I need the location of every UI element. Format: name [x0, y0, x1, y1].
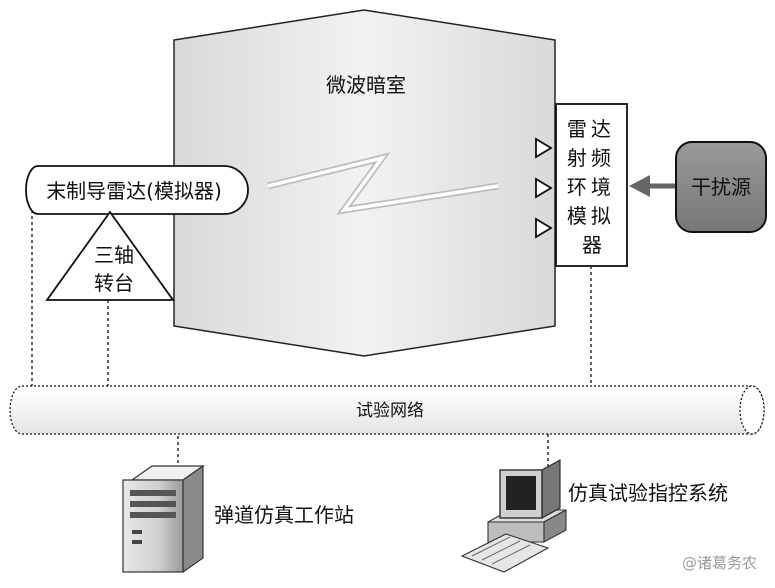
- seeker-shape: [25, 165, 249, 215]
- pc-keyboard-line: [471, 536, 511, 557]
- rf-simulator-char: 射: [567, 146, 587, 170]
- jammer-source: 干扰源: [675, 141, 767, 233]
- control-computer-icon: [460, 459, 567, 573]
- tower-slot: [132, 540, 142, 544]
- tower-drive: [130, 490, 176, 496]
- arrow-head-icon: [629, 175, 650, 197]
- network-pipe-end: [739, 385, 765, 435]
- tower-drive: [130, 501, 176, 507]
- pc-screen: [506, 476, 536, 510]
- signal-zigzag-highlight: [267, 155, 499, 213]
- seeker-label: 末制导雷达(模拟器): [46, 179, 222, 203]
- jammer-box: [675, 141, 767, 233]
- pc-keyboard-line: [491, 544, 531, 565]
- rf-simulator-char: 频: [591, 146, 611, 170]
- rf-simulator-char: 器: [582, 233, 602, 257]
- jammer-label: 干扰源: [691, 175, 751, 199]
- antenna-icon: [535, 217, 553, 239]
- three-axis-turntable: 三轴 转台: [45, 210, 175, 301]
- anechoic-chamber: 微波暗室: [173, 9, 556, 357]
- rf-simulator-char: 境: [591, 175, 611, 199]
- workstation-label: 弹道仿真工作站: [214, 503, 354, 527]
- tower-side: [182, 464, 204, 574]
- pc-monitor-side: [541, 459, 561, 519]
- antenna-icon: [535, 177, 553, 199]
- test-network: 试验网络: [9, 385, 765, 435]
- chamber-title: 微波暗室: [326, 73, 406, 97]
- rf-simulator-char: 拟: [591, 204, 611, 228]
- svg-text:雷 达 射 频: 雷 达 射 频 环 境 模 拟 器: [567, 117, 617, 257]
- workstation-tower-icon: [122, 464, 205, 574]
- antenna-icon: [535, 137, 553, 159]
- control-system-label: 仿真试验指控系统: [568, 481, 728, 505]
- watermark-text: @诸葛务农: [682, 554, 757, 572]
- rf-simulator-char: 雷: [567, 117, 587, 141]
- network-label: 试验网络: [356, 401, 424, 421]
- network-pipe: [9, 385, 765, 435]
- pc-keyboard-line: [481, 540, 521, 561]
- rf-environment-simulator: 雷 达 射 频 环 境 模 拟 器: [555, 103, 628, 267]
- tower-slot: [132, 530, 142, 534]
- rf-simulator-box: [555, 103, 628, 267]
- pc-keyboard: [460, 533, 550, 573]
- turntable-label-line1: 三轴: [94, 243, 134, 267]
- turntable-label-line2: 转台: [94, 271, 134, 295]
- pc-base-side: [543, 509, 567, 543]
- turntable-shape: [45, 210, 175, 301]
- jammer-arrow: [629, 175, 676, 197]
- rf-simulator-char: 模: [567, 204, 587, 228]
- rf-simulator-char: 达: [591, 117, 611, 141]
- rf-simulator-char: 环: [567, 175, 587, 199]
- tower-drive: [130, 512, 176, 518]
- seeker-radar-simulator: 末制导雷达(模拟器): [25, 165, 249, 215]
